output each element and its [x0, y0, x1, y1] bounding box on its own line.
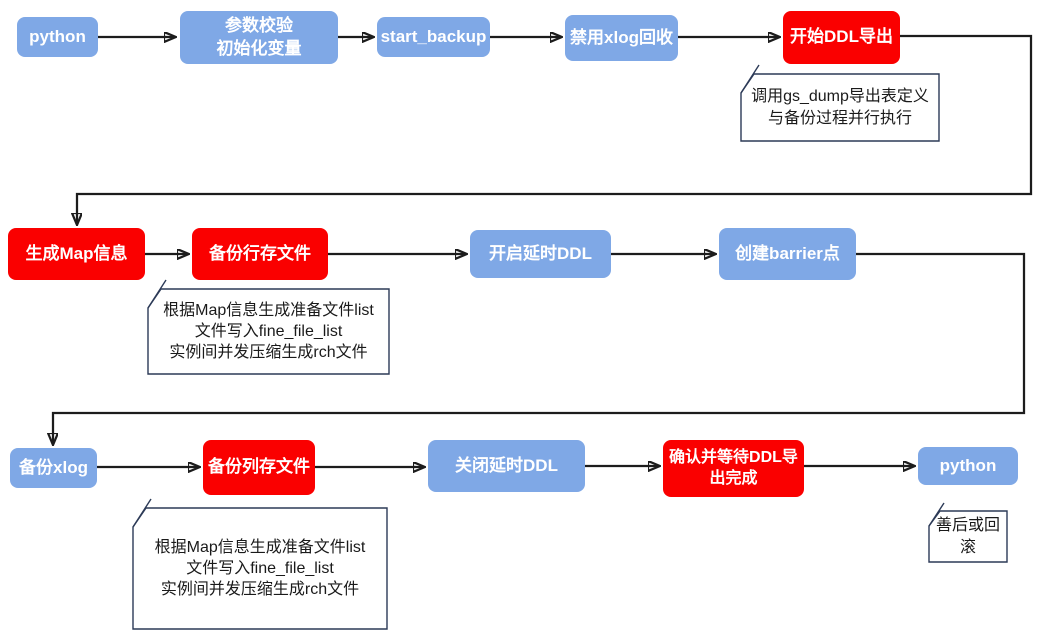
node-python-start: python — [17, 17, 98, 57]
node-disable-xlog-recycle: 禁用xlog回收 — [565, 15, 678, 61]
node-python-end: python — [918, 447, 1018, 485]
node-create-barrier: 创建barrier点 — [719, 228, 856, 280]
note-ddl-export-text: 调用gs_dump导出表定义 与备份过程并行执行 — [751, 88, 929, 127]
node-param-check: 参数校验 初始化变量 — [180, 11, 338, 64]
note-shape-icon — [928, 502, 1008, 563]
note-col-backup: 根据Map信息生成准备文件list 文件写入fine_file_list 实例间… — [132, 498, 388, 630]
node-start-ddl-export: 开始DDL导出 — [783, 11, 900, 64]
node-backup-col-files: 备份列存文件 — [203, 440, 315, 495]
node-enable-delay-ddl: 开启延时DDL — [470, 230, 611, 278]
note-row-backup-text: 根据Map信息生成准备文件list 文件写入fine_file_list 实例间… — [163, 301, 374, 362]
note-row-backup: 根据Map信息生成准备文件list 文件写入fine_file_list 实例间… — [147, 279, 390, 375]
note-col-backup-text: 根据Map信息生成准备文件list 文件写入fine_file_list 实例间… — [154, 538, 366, 599]
node-gen-map-info: 生成Map信息 — [8, 228, 145, 280]
node-backup-xlog: 备份xlog — [10, 448, 97, 488]
note-finish-text: 善后或回滚 — [935, 517, 1000, 556]
note-shape-icon — [147, 279, 390, 375]
note-shape-icon — [740, 64, 940, 142]
note-finish: 善后或回滚 — [928, 502, 1008, 563]
note-shape-icon — [132, 498, 388, 630]
node-start-backup: start_backup — [377, 17, 490, 57]
node-disable-delay-ddl: 关闭延时DDL — [428, 440, 585, 492]
note-ddl-export: 调用gs_dump导出表定义 与备份过程并行执行 — [740, 64, 940, 142]
node-confirm-wait-ddl-export: 确认并等待DDL导出完成 — [663, 440, 804, 497]
node-backup-row-files: 备份行存文件 — [192, 228, 328, 280]
